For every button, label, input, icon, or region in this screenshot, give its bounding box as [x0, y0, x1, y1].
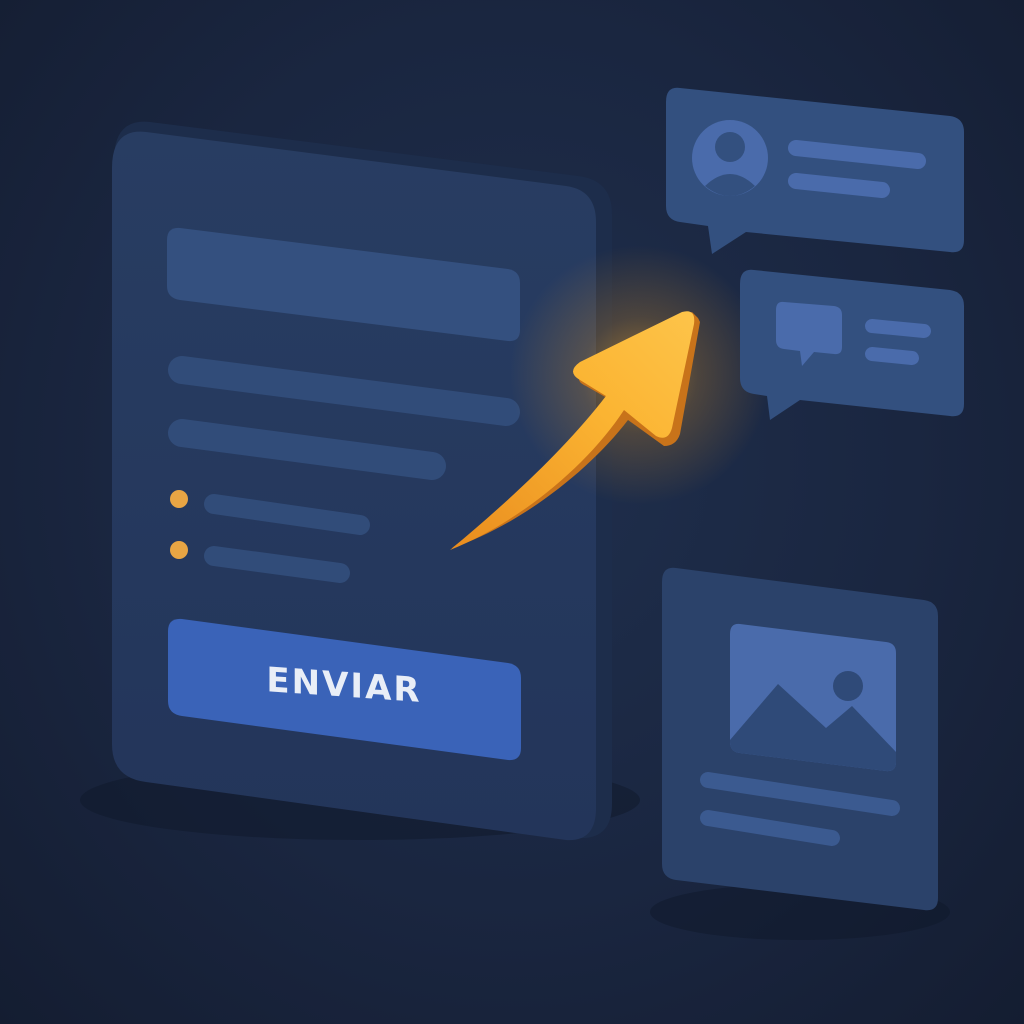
bullet-line — [204, 546, 350, 583]
comment-bubble — [740, 269, 964, 420]
image-card-line — [700, 772, 900, 816]
text-line — [168, 356, 520, 426]
comment-line — [865, 347, 919, 365]
bullet-line — [204, 494, 370, 535]
chat-comment-card — [740, 269, 964, 420]
title-placeholder — [167, 227, 520, 342]
submit-button-shape — [168, 618, 521, 761]
text-line — [168, 419, 446, 480]
profile-avatar-icon — [692, 120, 768, 196]
image-icon — [730, 623, 896, 772]
comment-line — [865, 319, 931, 338]
growth-arrow-icon — [450, 311, 700, 550]
bullet-dot — [170, 541, 188, 559]
image-post-card — [662, 567, 938, 911]
bullet-dot — [170, 490, 188, 508]
profile-comment-card — [666, 87, 964, 255]
chat-bubble-icon — [776, 301, 842, 366]
comment-line — [788, 140, 926, 169]
comment-line — [788, 173, 890, 198]
form-card — [112, 121, 612, 841]
image-card-line — [700, 810, 840, 846]
